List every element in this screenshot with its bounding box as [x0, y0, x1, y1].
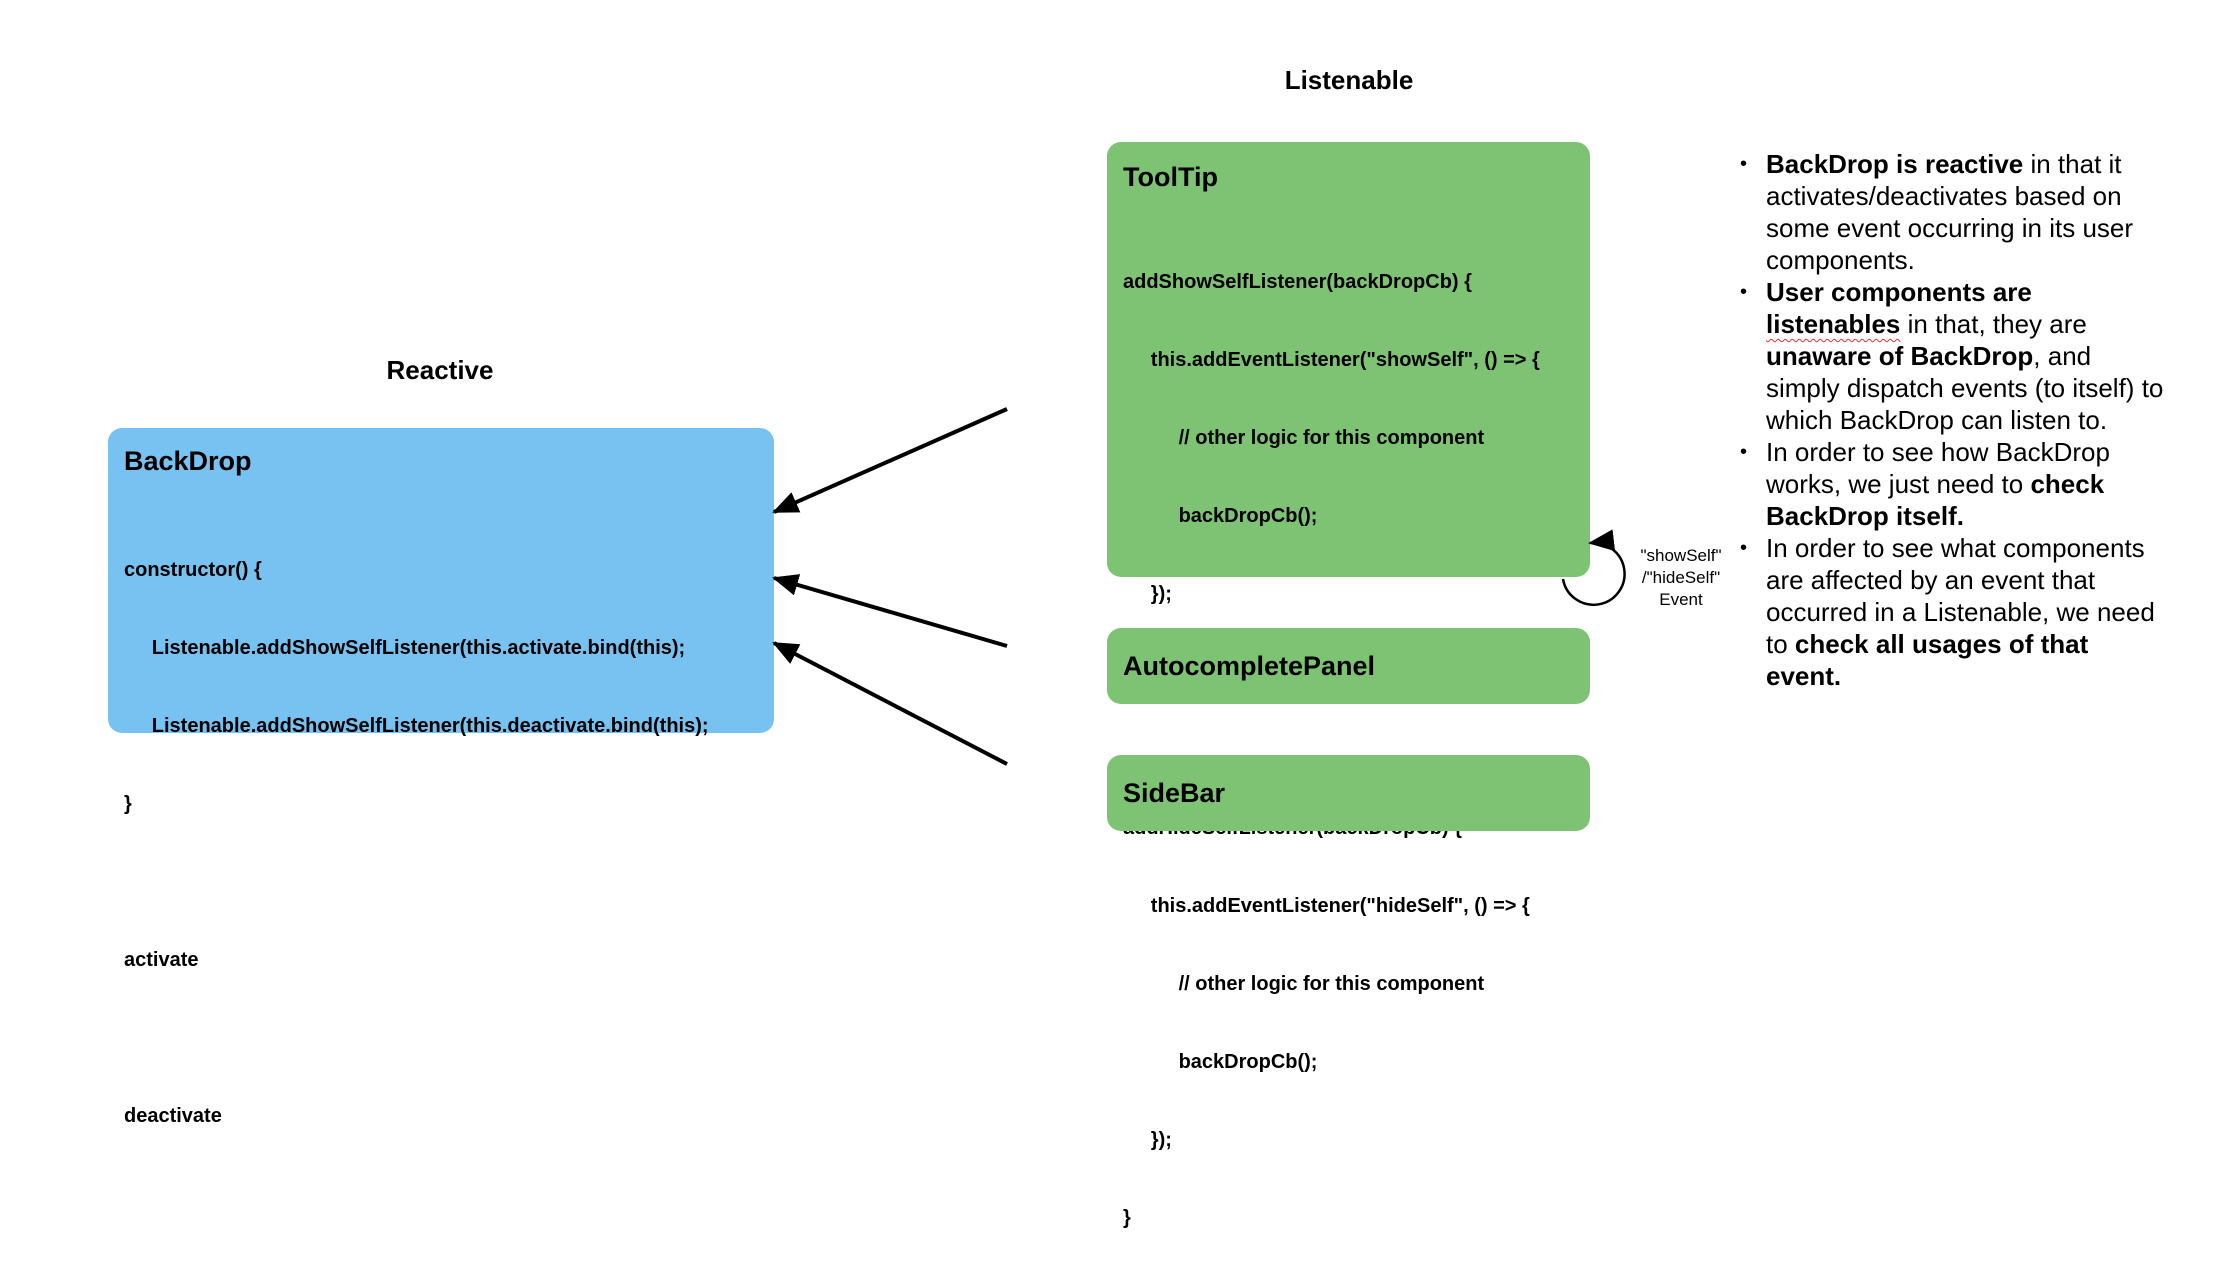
backdrop-box: BackDrop constructor() { Listenable.addS… [108, 428, 774, 1127]
code-line: // other logic for this component [1123, 973, 1485, 995]
code-line: Listenable.addShowSelfListener(this.acti… [124, 637, 686, 659]
note-item: In order to see how BackDrop works, we j… [1740, 436, 2166, 532]
note-text: In order to see what components are affe… [1766, 533, 2155, 659]
code-line: }); [1123, 583, 1172, 605]
backdrop-code: constructor() { Listenable.addShowSelfLi… [124, 505, 758, 1181]
code-line: deactivate [124, 1105, 222, 1127]
self-event-label-line: "showSelf" [1640, 546, 1722, 565]
note-bold-misspelled: listenables [1766, 309, 1901, 339]
code-line: // other logic for this component [1123, 427, 1485, 449]
autocomplete-panel-box: AutocompletePanel [1107, 628, 1590, 704]
note-text: In order to see how BackDrop works, we j… [1766, 437, 2110, 499]
code-line: addShowSelfListener(backDropCb) { [1123, 271, 1472, 293]
note-bold: BackDrop is reactive [1766, 149, 2024, 179]
arrow-autocomplete-to-backdrop [772, 574, 1008, 648]
code-line: Listenable.addShowSelfListener(this.deac… [124, 715, 709, 737]
autocomplete-panel-title: AutocompletePanel [1123, 650, 1376, 681]
listenable-heading: Listenable [1284, 65, 1414, 95]
connector-arrows [772, 407, 1626, 766]
code-line: }); [1123, 1129, 1172, 1151]
arrow-sidebar-to-backdrop [772, 641, 1008, 766]
code-line [124, 1025, 758, 1051]
backdrop-title: BackDrop [124, 446, 252, 476]
arrow-tooltip-to-backdrop [772, 407, 1008, 514]
reactive-heading: Reactive [386, 355, 494, 385]
code-line: activate [124, 949, 199, 971]
code-line: } [1123, 1207, 1131, 1229]
note-text: in that it activates/deactivates based o… [1766, 149, 2134, 275]
note-item: BackDrop is reactive in that it activate… [1740, 148, 2166, 276]
note-bold: User components are [1766, 277, 2032, 307]
note-text: in that, they are [1900, 309, 2087, 339]
note-item: User components are listenables in that,… [1740, 276, 2166, 436]
tooltip-title: ToolTip [1123, 162, 1218, 192]
code-line: backDropCb(); [1123, 505, 1318, 527]
code-line: } [124, 793, 132, 815]
note-text: , and simply dispatch events (to itself)… [1766, 341, 2164, 435]
self-event-loop-arrow [1561, 529, 1626, 606]
sidebar-title: SideBar [1123, 777, 1226, 808]
note-bold: check BackDrop itself. [1766, 469, 2105, 531]
code-line: constructor() { [124, 559, 262, 581]
code-line: this.addEventListener("showSelf", () => … [1123, 349, 1540, 371]
code-line: backDropCb(); [1123, 1051, 1318, 1073]
note-item: In order to see what components are affe… [1740, 532, 2166, 692]
note-bold: check all usages of that event. [1766, 629, 2089, 691]
sidebar-box: SideBar [1107, 755, 1590, 831]
self-event-label: "showSelf" /"hideSelf" Event [1626, 545, 1736, 611]
note-bold: unaware of BackDrop [1766, 341, 2034, 371]
self-event-label-line: /"hideSelf" [1641, 568, 1721, 587]
self-event-label-line: Event [1659, 590, 1703, 609]
explanation-notes: BackDrop is reactive in that it activate… [1738, 148, 2166, 692]
